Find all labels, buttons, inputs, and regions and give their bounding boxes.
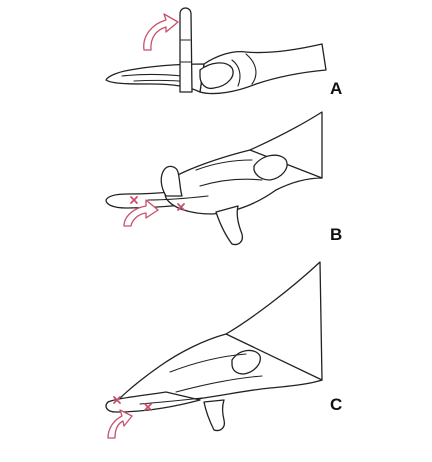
curved-arrow-icon [123, 199, 159, 227]
tap-x-mark-3 [113, 396, 121, 404]
hand-c-illustration [105, 261, 323, 432]
panel-b: B [105, 111, 342, 246]
panel-c: C [105, 261, 342, 439]
panel-label-b: B [330, 225, 342, 244]
panel-a: A [105, 7, 342, 98]
curved-arrow-icon [107, 409, 133, 439]
panel-label-a: A [330, 79, 342, 98]
curved-arrow-icon [143, 13, 179, 51]
tap-x-mark-4 [144, 403, 152, 411]
tap-x-mark-2 [177, 203, 185, 211]
hand-a-illustration [105, 7, 327, 95]
tap-x-mark-1 [130, 196, 138, 204]
hand-b-illustration [105, 111, 323, 246]
panel-label-c: C [330, 395, 342, 414]
